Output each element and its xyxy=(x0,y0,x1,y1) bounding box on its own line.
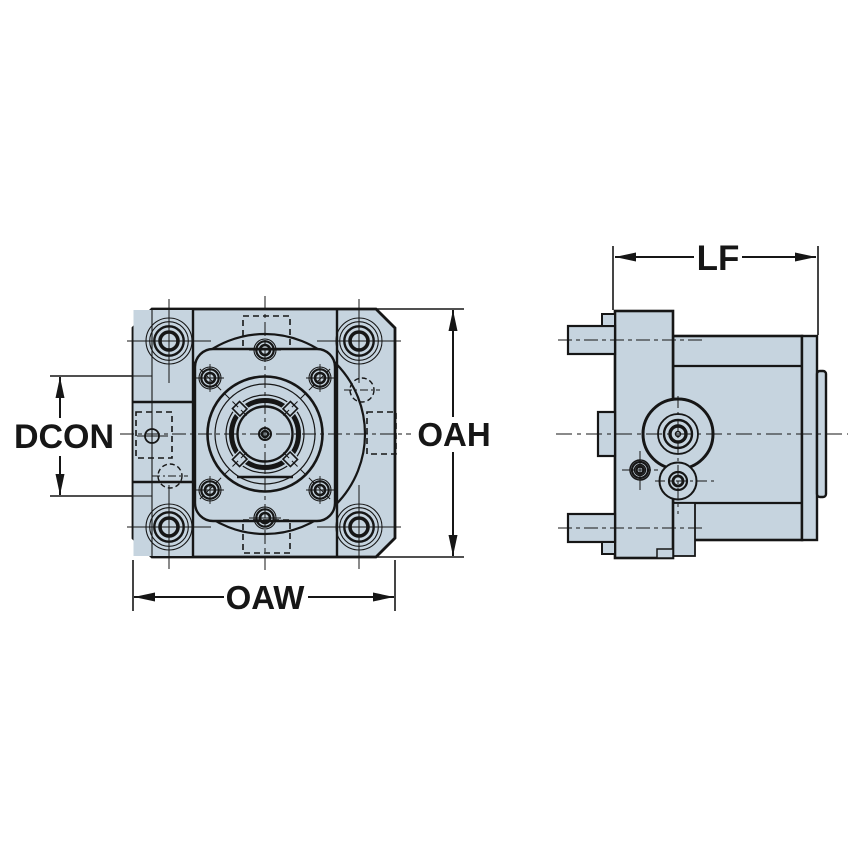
flange-bottom-notch xyxy=(656,548,674,559)
hidden-pocket-right xyxy=(366,411,397,455)
left-face-slab xyxy=(133,310,193,556)
flange-screw xyxy=(306,364,334,392)
top-stud-collar xyxy=(601,313,616,327)
hidden-hole-upper-right xyxy=(344,377,380,403)
arrow-left-icon xyxy=(615,252,636,262)
arrow-right-icon xyxy=(795,252,816,262)
flange-screw xyxy=(196,476,224,504)
flange-screw xyxy=(306,476,334,504)
hidden-hole-lower-left xyxy=(152,463,188,489)
arrow-right-icon xyxy=(373,592,394,602)
oah-label: OAH xyxy=(417,416,490,453)
dcon-dimension: DCON xyxy=(14,375,132,497)
corner-bolt-top-right xyxy=(317,299,401,383)
front-centerlines xyxy=(120,296,411,574)
oaw-label: OAW xyxy=(226,579,306,616)
oaw-dimension: OAW xyxy=(132,560,396,616)
corner-bolt-top-left xyxy=(127,299,211,383)
lf-dimension: LF xyxy=(612,239,819,335)
lf-label: LF xyxy=(697,239,740,278)
corner-bolt-bottom-right xyxy=(317,485,401,569)
pin-hole xyxy=(137,416,168,458)
rear-cap xyxy=(800,334,819,542)
oah-dimension: OAH xyxy=(377,308,491,558)
front-view: DCON OAH OAW xyxy=(14,296,491,616)
flange-screw xyxy=(196,364,224,392)
corner-bolt-bottom-left xyxy=(127,485,211,569)
side-centerlines xyxy=(556,339,848,529)
arrow-down-icon xyxy=(448,535,458,556)
side-view: LF xyxy=(556,239,848,560)
arrow-left-icon xyxy=(134,592,155,602)
hidden-pocket-top xyxy=(242,315,291,350)
arrow-up-icon xyxy=(55,377,65,398)
hidden-pocket-bottom xyxy=(242,519,291,554)
hidden-pocket-left xyxy=(135,411,173,459)
side-bolt xyxy=(622,451,658,490)
arrow-down-icon xyxy=(55,474,65,495)
bottom-stud-collar xyxy=(601,541,616,555)
arrow-up-icon xyxy=(448,310,458,331)
dcon-label: DCON xyxy=(14,418,114,456)
